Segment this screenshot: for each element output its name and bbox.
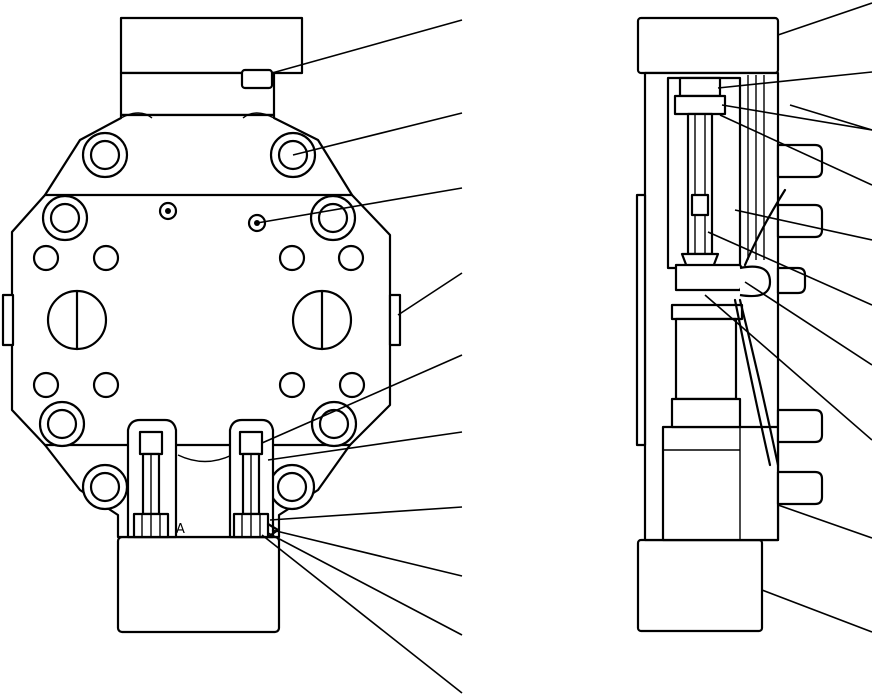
front-housing-body: [10, 113, 392, 539]
bolt: [268, 463, 316, 511]
side-lower-block: [661, 425, 780, 542]
front-left-boss: [1, 293, 15, 347]
bolt: [41, 194, 89, 242]
front-marker-label: A: [176, 522, 185, 537]
front-right-valve: [228, 418, 280, 539]
front-right-boss: [388, 293, 402, 347]
side-view: [635, 16, 824, 633]
bolt: [309, 194, 357, 242]
side-bottom-cap: [636, 538, 764, 633]
bolt: [81, 131, 129, 179]
bolt: [38, 400, 86, 448]
front-center-recess: [177, 454, 233, 463]
front-left-valve: [126, 418, 178, 539]
front-view: A: [1, 16, 402, 634]
front-bottom-cap: [116, 535, 281, 634]
leader-lines: [256, 2, 872, 694]
bolt: [310, 400, 358, 448]
bolt: [81, 463, 129, 511]
front-bolts: [38, 131, 358, 511]
front-top-cap: [119, 16, 304, 75]
front-shaft-bores: [46, 289, 353, 351]
front-holes: [32, 201, 366, 399]
side-internal-assembly: [666, 75, 787, 467]
front-top-plug: [240, 68, 274, 90]
side-top-cap: [636, 16, 780, 75]
side-left-flange: [635, 193, 647, 447]
side-ports: [776, 143, 824, 506]
front-top-seam: [120, 112, 275, 119]
